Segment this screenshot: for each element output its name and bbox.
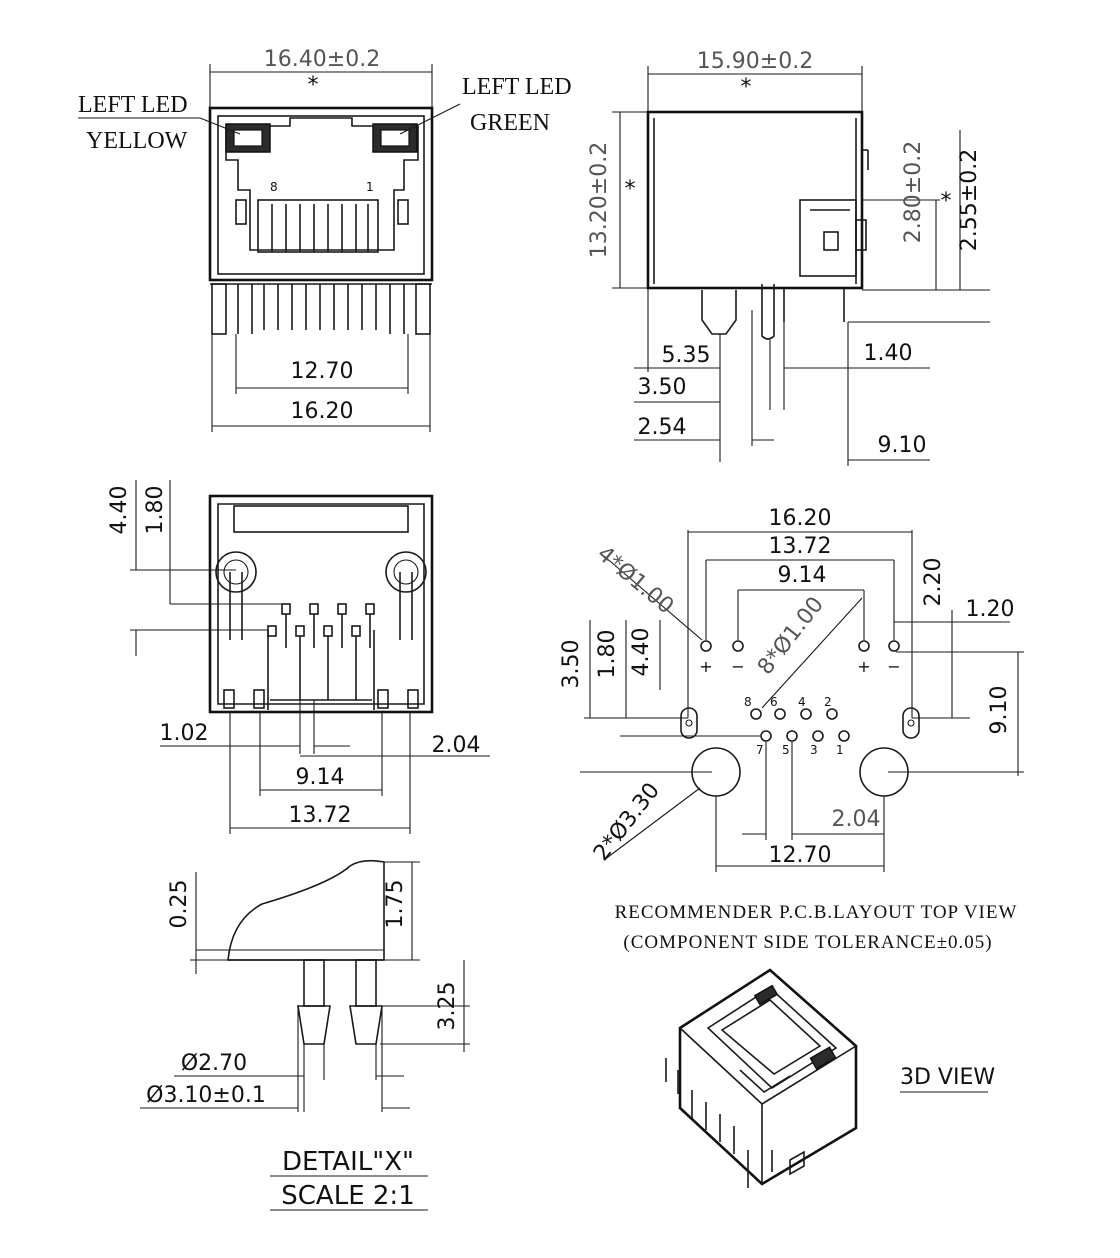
pcb-signal-holes bbox=[750, 708, 850, 742]
dim-bottom-1-80: 1.80 bbox=[143, 486, 168, 535]
pin-1-label: 1 bbox=[366, 180, 374, 194]
detail-dim-0-25: 0.25 bbox=[167, 880, 192, 929]
bottom-pins bbox=[267, 603, 375, 700]
pcb-plus-2: + bbox=[857, 657, 870, 676]
pcb-plus-1: + bbox=[699, 657, 712, 676]
detail-x: 0.25 1.75 3.25 Ø2.70 Ø3.10±0.1 DETAIL"X"… bbox=[140, 859, 470, 1211]
dim-bottom-2-04: 2.04 bbox=[432, 733, 481, 758]
iso-label: 3D VIEW bbox=[900, 1065, 995, 1090]
detail-scale: SCALE 2:1 bbox=[281, 1181, 414, 1211]
dim-5-35: 5.35 bbox=[662, 343, 711, 368]
pcb-dim-1-80: 1.80 bbox=[595, 630, 620, 679]
pin-8-label: 8 bbox=[270, 180, 278, 194]
detail-dim-2-70: Ø2.70 bbox=[181, 1051, 247, 1076]
dim-16-20: 16.20 bbox=[291, 399, 354, 424]
pcb-dim-12-70: 12.70 bbox=[769, 843, 832, 868]
detail-dim-1-75: 1.75 bbox=[383, 880, 408, 929]
pcb-dim-1-20: 1.20 bbox=[966, 597, 1015, 622]
pcb-pin-4: 4 bbox=[798, 695, 806, 709]
pcb-minus-2: − bbox=[887, 657, 900, 676]
dim-bottom-4-40: 4.40 bbox=[107, 486, 132, 535]
side-view: 15.90±0.2 * 13.20±0.2 * 2.80±0.2 * 2.55±… bbox=[587, 49, 990, 466]
dim-16-40: 16.40±0.2 bbox=[264, 47, 380, 72]
dim-3-50: 3.50 bbox=[638, 375, 687, 400]
pcb-pin-5: 5 bbox=[782, 743, 790, 757]
dim-12-70: 12.70 bbox=[291, 359, 354, 384]
led-green-label-2: GREEN bbox=[470, 110, 550, 136]
pcb-hole8-label: 8*Ø1.00 bbox=[753, 592, 829, 679]
front-view: 16.40±0.2 * LEFT LED YELLOW LEFT LED GRE… bbox=[78, 47, 572, 432]
pcb-pin-3: 3 bbox=[810, 743, 818, 757]
dim-2-80: 2.80±0.2 bbox=[901, 141, 926, 243]
pcb-layout: 16.20 13.72 9.14 1.20 2.20 9.10 3.50 1.8… bbox=[559, 506, 1024, 953]
pcb-minus-1: − bbox=[731, 657, 744, 676]
dim-15-90: 15.90±0.2 bbox=[697, 49, 813, 74]
front-pins bbox=[237, 284, 405, 334]
contact-fingers bbox=[257, 199, 379, 253]
side-star-top: * bbox=[741, 75, 752, 100]
bottom-view: 4.40 1.80 1.02 2.04 9.14 13.72 bbox=[107, 480, 490, 834]
dim-9-10: 9.10 bbox=[878, 433, 927, 458]
pcb-pin-2: 2 bbox=[824, 695, 832, 709]
pcb-pin-8: 8 bbox=[744, 695, 752, 709]
pcb-dim-13-72: 13.72 bbox=[769, 534, 832, 559]
pcb-hole4-label: 4*Ø1.00 bbox=[592, 541, 678, 619]
dim-2-54: 2.54 bbox=[638, 415, 687, 440]
dim-bottom-9-14: 9.14 bbox=[296, 765, 345, 790]
dim-bottom-13-72: 13.72 bbox=[289, 803, 352, 828]
pcb-pin-1: 1 bbox=[836, 743, 844, 757]
pcb-caption-2: (COMPONENT SIDE TOLERANCE±0.05) bbox=[623, 932, 992, 953]
pcb-dim-16-20: 16.20 bbox=[769, 506, 832, 531]
detail-dim-3-10: Ø3.10±0.1 bbox=[146, 1083, 266, 1108]
led-yellow-label-2: YELLOW bbox=[86, 128, 188, 154]
dim-1-02: 1.02 bbox=[160, 721, 209, 746]
dim-1-40: 1.40 bbox=[864, 341, 913, 366]
led-green-label-1: LEFT LED bbox=[462, 74, 572, 100]
pcb-hole2-label: 2*Ø3.30 bbox=[589, 778, 665, 865]
iso-view: 3D VIEW bbox=[665, 968, 995, 1188]
dim-2-55: 2.55±0.2 bbox=[957, 149, 982, 251]
pcb-dim-9-10: 9.10 bbox=[987, 686, 1012, 735]
pcb-caption-1: RECOMMENDER P.C.B.LAYOUT TOP VIEW bbox=[615, 902, 1018, 923]
side-star-left: * bbox=[625, 177, 636, 202]
detail-title: DETAIL"X" bbox=[282, 1147, 414, 1177]
pcb-pin-6: 6 bbox=[770, 695, 778, 709]
pcb-dim-9-14: 9.14 bbox=[778, 563, 827, 588]
pcb-dim-2-20: 2.20 bbox=[921, 558, 946, 607]
pcb-dim-3-50: 3.50 bbox=[559, 640, 584, 689]
pcb-dim-4-40: 4.40 bbox=[629, 628, 654, 677]
side-star-right: * bbox=[941, 189, 952, 214]
dim-13-20: 13.20±0.2 bbox=[587, 142, 612, 258]
star-mark: * bbox=[308, 73, 319, 98]
pcb-pin-7: 7 bbox=[756, 743, 764, 757]
pcb-dim-2-04: 2.04 bbox=[832, 807, 881, 832]
detail-dim-3-25: 3.25 bbox=[435, 982, 460, 1031]
led-yellow-label-1: LEFT LED bbox=[78, 92, 188, 118]
